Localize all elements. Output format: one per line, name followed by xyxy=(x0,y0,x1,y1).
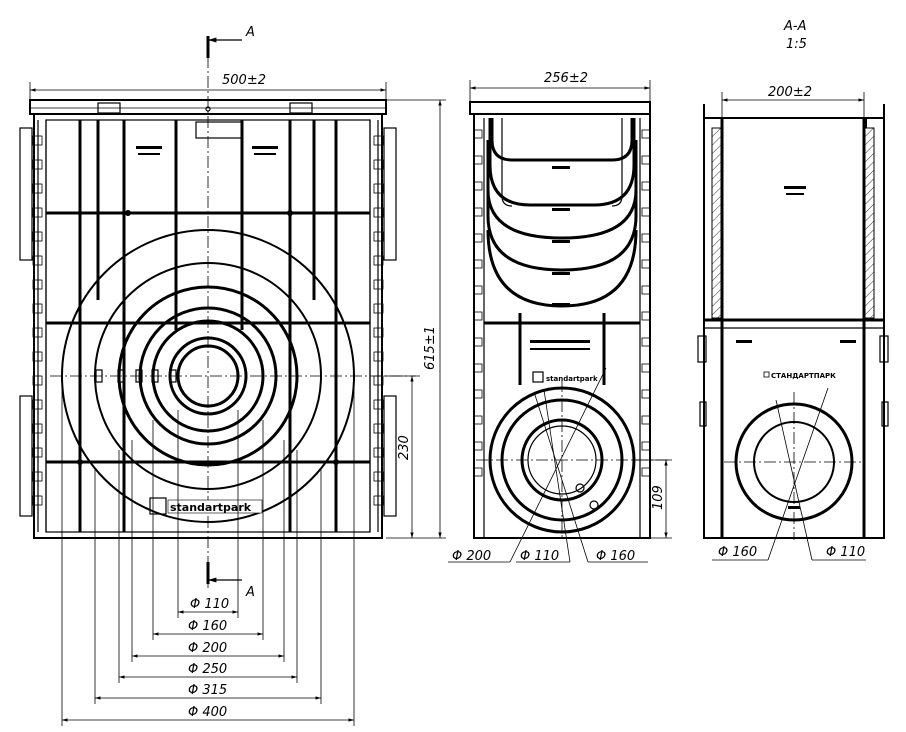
side-dia-label-2: Φ 160 xyxy=(596,549,635,564)
section-title: A-A xyxy=(783,19,806,34)
side-outlet-height-dimension: 109 xyxy=(632,459,672,539)
front-outlet-height-label: 230 xyxy=(397,435,412,460)
side-inner-curves xyxy=(486,118,638,308)
side-view: standartpark 256±2 109 xyxy=(448,71,672,564)
front-dia-label-5: Φ 400 xyxy=(188,705,227,720)
side-width-label: 256±2 xyxy=(544,71,588,86)
side-outlet-height-label: 109 xyxy=(651,485,666,510)
section-width-label: 200±2 xyxy=(768,85,812,100)
section-marker-bottom-letter: A xyxy=(245,585,255,600)
side-logo: standartpark xyxy=(532,371,598,383)
side-logo-text: standartpark xyxy=(546,375,598,383)
front-view: standartpark A A 500±2 615±1 xyxy=(19,25,446,726)
section-marker-top-letter: A xyxy=(245,25,255,40)
section-scale: 1:5 xyxy=(786,37,807,52)
section-view: A-A 1:5 СТАНДАРТПАРК xyxy=(697,19,889,561)
side-diameter-leaders: Φ 200 Φ 110 Φ 160 xyxy=(448,367,648,564)
front-dia-label-1: Φ 160 xyxy=(188,619,227,634)
front-width-dimension: 500±2 xyxy=(29,73,387,100)
front-height-label: 615±1 xyxy=(423,326,438,370)
section-width-dimension: 200±2 xyxy=(721,85,865,118)
section-logo-text: СТАНДАРТПАРК xyxy=(771,372,836,380)
section-diameter-leaders: Φ 160 Φ 110 xyxy=(712,387,866,561)
side-dia-label-0: Φ 200 xyxy=(452,549,491,564)
front-dia-label-4: Φ 315 xyxy=(188,683,227,698)
section-marker-top: A xyxy=(206,25,255,58)
section-dia-label-1: Φ 110 xyxy=(826,545,865,560)
front-dia-label-0: Φ 110 xyxy=(190,597,229,612)
section-marker-bottom: A xyxy=(206,562,255,600)
side-width-dimension: 256±2 xyxy=(469,71,651,102)
front-diameter-dimensions: Φ 110 Φ 160 Φ 200 Φ 250 Φ 315 Φ 400 xyxy=(61,376,355,726)
section-dia-label-0: Φ 160 xyxy=(718,545,757,560)
section-logo: СТАНДАРТПАРК xyxy=(763,371,836,380)
front-dia-label-3: Φ 250 xyxy=(188,662,227,677)
front-dia-label-2: Φ 200 xyxy=(188,641,227,656)
front-logo-text: standartpark xyxy=(170,501,252,514)
front-height-dimension: 615±1 xyxy=(386,99,446,539)
front-left-ribs xyxy=(32,120,47,532)
front-width-label: 500±2 xyxy=(222,73,266,88)
front-logo: standartpark xyxy=(149,497,263,515)
side-dia-label-1: Φ 110 xyxy=(520,549,559,564)
front-outlet-height-dimension: 230 xyxy=(384,375,420,538)
side-ribs xyxy=(473,129,651,477)
